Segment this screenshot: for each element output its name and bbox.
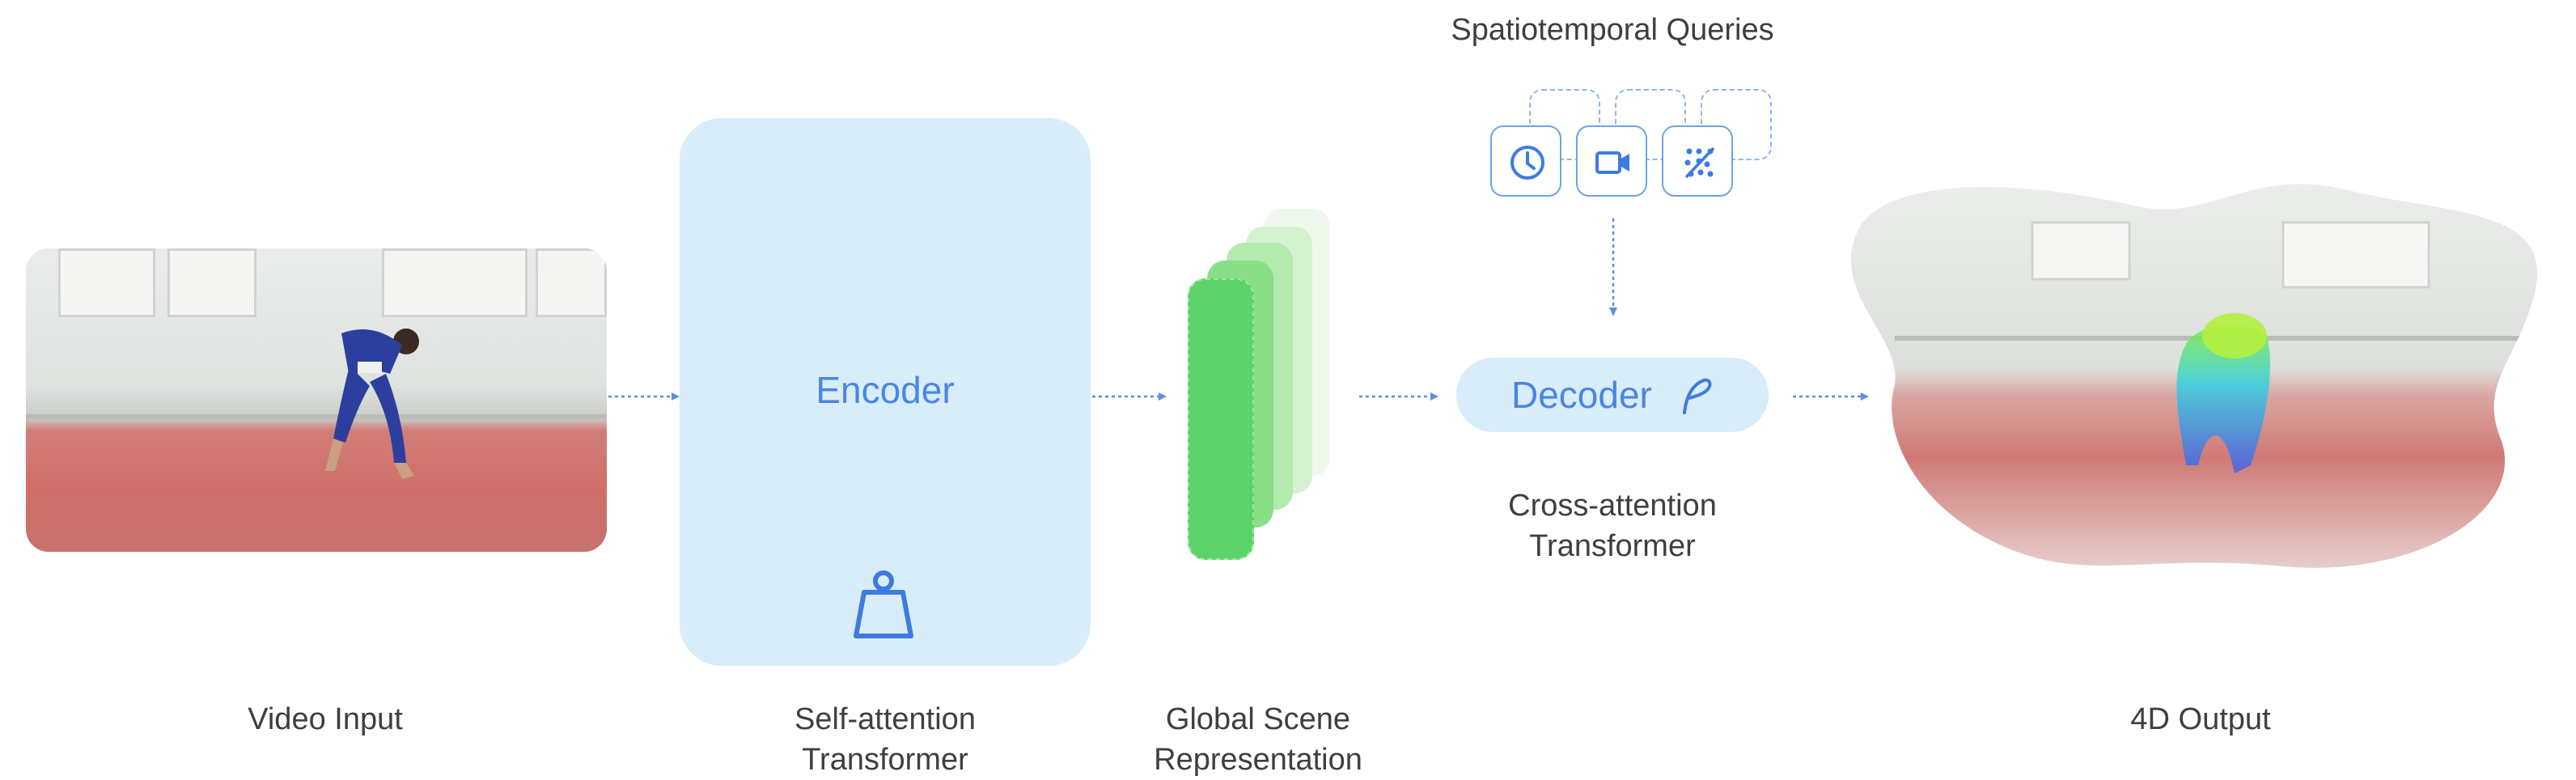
- output-label: 4D Output: [2130, 702, 2271, 736]
- feather-icon: [1683, 378, 1712, 414]
- window: [167, 248, 256, 317]
- wall-baseboard: [26, 414, 607, 419]
- encoder-block: Encoder: [680, 118, 1091, 666]
- window: [536, 248, 607, 317]
- representation-layer-1: [1188, 278, 1254, 560]
- video-camera-icon: [1595, 151, 1629, 174]
- encoder-sub-label-2: Transformer: [802, 743, 968, 777]
- query-points: [1662, 125, 1733, 197]
- global-scene-label-2: Representation: [1154, 743, 1362, 777]
- arrow-queries-to-decoder: [1608, 218, 1618, 319]
- query-time: [1490, 125, 1561, 197]
- video-input-frame: [26, 248, 607, 552]
- video-input-label: Video Input: [248, 702, 403, 736]
- clock-icon: [1510, 146, 1544, 180]
- decoder-title: Decoder: [1511, 374, 1652, 416]
- window: [382, 248, 527, 317]
- global-scene-label-1: Global Scene: [1165, 702, 1351, 736]
- person-figure: [325, 329, 419, 479]
- query-camera: [1576, 125, 1647, 197]
- query-box-back: [1615, 89, 1686, 160]
- 4d-output-blob: [1850, 184, 2538, 568]
- arrow-representation-to-decoder: [1359, 392, 1440, 401]
- decoder-sub-label-2: Transformer: [1529, 529, 1696, 563]
- encoder-title: Encoder: [816, 369, 955, 411]
- scatter-points-icon: [1684, 146, 1715, 179]
- window: [58, 248, 155, 317]
- query-box-back: [1701, 89, 1772, 160]
- arrow-video-to-encoder: [608, 392, 681, 401]
- weight-icon: [854, 570, 913, 638]
- arrow-decoder-to-output: [1793, 392, 1871, 401]
- decoder-block: Decoder: [1456, 358, 1769, 432]
- arrow-encoder-to-representation: [1092, 392, 1168, 401]
- decoder-sub-label-1: Cross-attention: [1508, 489, 1717, 523]
- encoder-sub-label-1: Self-attention: [794, 702, 976, 736]
- queries-label: Spatiotemporal Queries: [1451, 13, 1774, 47]
- query-box-back: [1529, 89, 1600, 160]
